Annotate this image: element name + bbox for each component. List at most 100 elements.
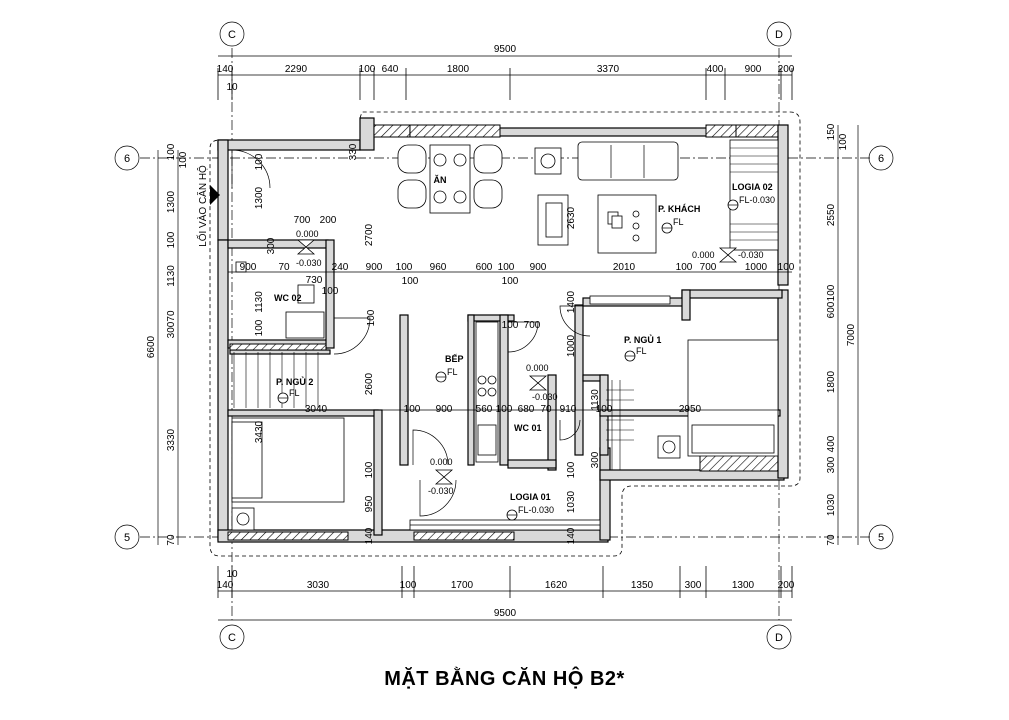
svg-text:1030: 1030 [566, 490, 577, 513]
bed-1 [589, 295, 779, 470]
axis-bubble-5-right [868, 524, 894, 550]
svg-text:3040: 3040 [305, 404, 328, 415]
svg-text:5: 5 [878, 532, 884, 544]
svg-text:70: 70 [278, 262, 290, 273]
room-label-bep: BẾP [445, 354, 464, 364]
svg-text:100: 100 [502, 276, 519, 287]
svg-text:950: 950 [364, 495, 375, 512]
svg-text:600: 600 [826, 301, 837, 318]
svg-text:70: 70 [540, 404, 552, 415]
svg-text:100: 100 [566, 461, 577, 478]
svg-text:2600: 2600 [364, 372, 375, 395]
svg-text:100: 100 [838, 133, 849, 150]
svg-text:1300: 1300 [166, 190, 177, 213]
dining-table [397, 144, 503, 214]
svg-text:2010: 2010 [613, 262, 636, 273]
svg-text:0.000: 0.000 [692, 250, 715, 260]
axis-bubble-d-bottom [766, 624, 792, 650]
svg-text:100: 100 [498, 262, 515, 273]
svg-text:100: 100 [396, 262, 413, 273]
svg-text:6600: 6600 [146, 335, 157, 358]
drain-marker-logia01: 0.000 -0.030 [428, 457, 454, 496]
svg-text:400: 400 [826, 435, 837, 452]
svg-text:100: 100 [778, 262, 795, 273]
svg-text:100: 100 [596, 404, 613, 415]
svg-text:900: 900 [366, 262, 383, 273]
svg-text:C: C [228, 632, 236, 644]
room-label-wc02: WC 02 [274, 293, 302, 303]
svg-text:100: 100 [404, 404, 421, 415]
svg-text:400: 400 [707, 64, 724, 75]
svg-text:3370: 3370 [597, 64, 620, 75]
svg-text:1300: 1300 [254, 186, 265, 209]
svg-text:560: 560 [476, 404, 493, 415]
logia-01-rail [409, 519, 601, 531]
svg-text:100: 100 [322, 286, 339, 297]
svg-text:-0.030: -0.030 [428, 486, 454, 496]
svg-text:100: 100 [502, 320, 519, 331]
svg-text:100: 100 [364, 461, 375, 478]
svg-text:1130: 1130 [254, 291, 265, 313]
svg-text:960: 960 [430, 262, 447, 273]
svg-text:70: 70 [166, 310, 177, 322]
logia-02-rail [729, 139, 779, 251]
svg-text:300: 300 [685, 580, 702, 591]
svg-text:2950: 2950 [679, 404, 702, 415]
bed-2 [231, 352, 345, 531]
unit-outline [209, 111, 801, 557]
svg-text:D: D [775, 29, 783, 41]
entry-label: LỐI VÀO CĂN HỘ [195, 165, 209, 247]
kitchen-counter [475, 321, 499, 463]
drain-marker-logia02: 0.000 -0.030 [692, 247, 764, 263]
svg-text:100: 100 [359, 64, 376, 75]
svg-text:200: 200 [320, 215, 337, 226]
svg-text:900: 900 [436, 404, 453, 415]
svg-text:-0.030: -0.030 [296, 258, 322, 268]
svg-text:10: 10 [226, 569, 238, 580]
svg-text:100: 100 [402, 276, 419, 287]
living-furniture [534, 141, 679, 254]
svg-text:640: 640 [382, 64, 399, 75]
svg-text:1800: 1800 [447, 64, 470, 75]
svg-text:0.000: 0.000 [296, 229, 319, 239]
svg-text:3330: 3330 [166, 428, 177, 451]
svg-text:5: 5 [124, 532, 130, 544]
svg-text:140: 140 [364, 527, 375, 544]
level-markers: FL FL-0.030 FL FL FL FL-0.030 0.000 -0.0… [277, 195, 775, 521]
svg-text:0.000: 0.000 [430, 457, 453, 467]
axis-bubble-5-left [114, 524, 140, 550]
svg-text:1000: 1000 [566, 334, 577, 357]
dims-top: 9500 140 2290 100 640 1800 3370 400 900 … [217, 44, 795, 100]
svg-text:FL-0.030: FL-0.030 [518, 505, 554, 515]
level-marker-logia02: FL-0.030 [727, 195, 775, 211]
svg-text:2630: 2630 [566, 206, 577, 229]
drain-marker-wc01: 0.000 -0.030 [526, 363, 558, 402]
svg-text:FL: FL [289, 388, 300, 398]
svg-text:150: 150 [826, 123, 837, 140]
axis-bubble-c-top [219, 21, 245, 47]
svg-text:2550: 2550 [826, 203, 837, 226]
svg-text:300: 300 [826, 456, 837, 473]
doors [231, 149, 591, 517]
svg-text:330: 330 [348, 143, 359, 160]
axis-bubble-6-left [114, 145, 140, 171]
dim-bottom-total: 9500 [494, 608, 517, 619]
svg-text:FL-0.030: FL-0.030 [739, 195, 775, 205]
svg-text:100: 100 [178, 151, 189, 168]
level-marker-khach: FL [661, 217, 684, 234]
svg-text:240: 240 [332, 262, 349, 273]
svg-text:140: 140 [566, 527, 577, 544]
drain-marker-wc02: 0.000 -0.030 [296, 229, 322, 268]
svg-text:1000: 1000 [745, 262, 768, 273]
level-marker-logia01: FL-0.030 [506, 505, 554, 521]
svg-text:300: 300 [266, 237, 277, 254]
svg-text:2290: 2290 [285, 64, 308, 75]
axis-bubble-6-right [868, 145, 894, 171]
svg-text:100: 100 [826, 284, 837, 301]
svg-text:FL: FL [673, 217, 684, 227]
svg-text:1620: 1620 [545, 580, 568, 591]
svg-text:1030: 1030 [826, 493, 837, 516]
svg-text:1700: 1700 [451, 580, 474, 591]
svg-text:-0.030: -0.030 [738, 250, 764, 260]
